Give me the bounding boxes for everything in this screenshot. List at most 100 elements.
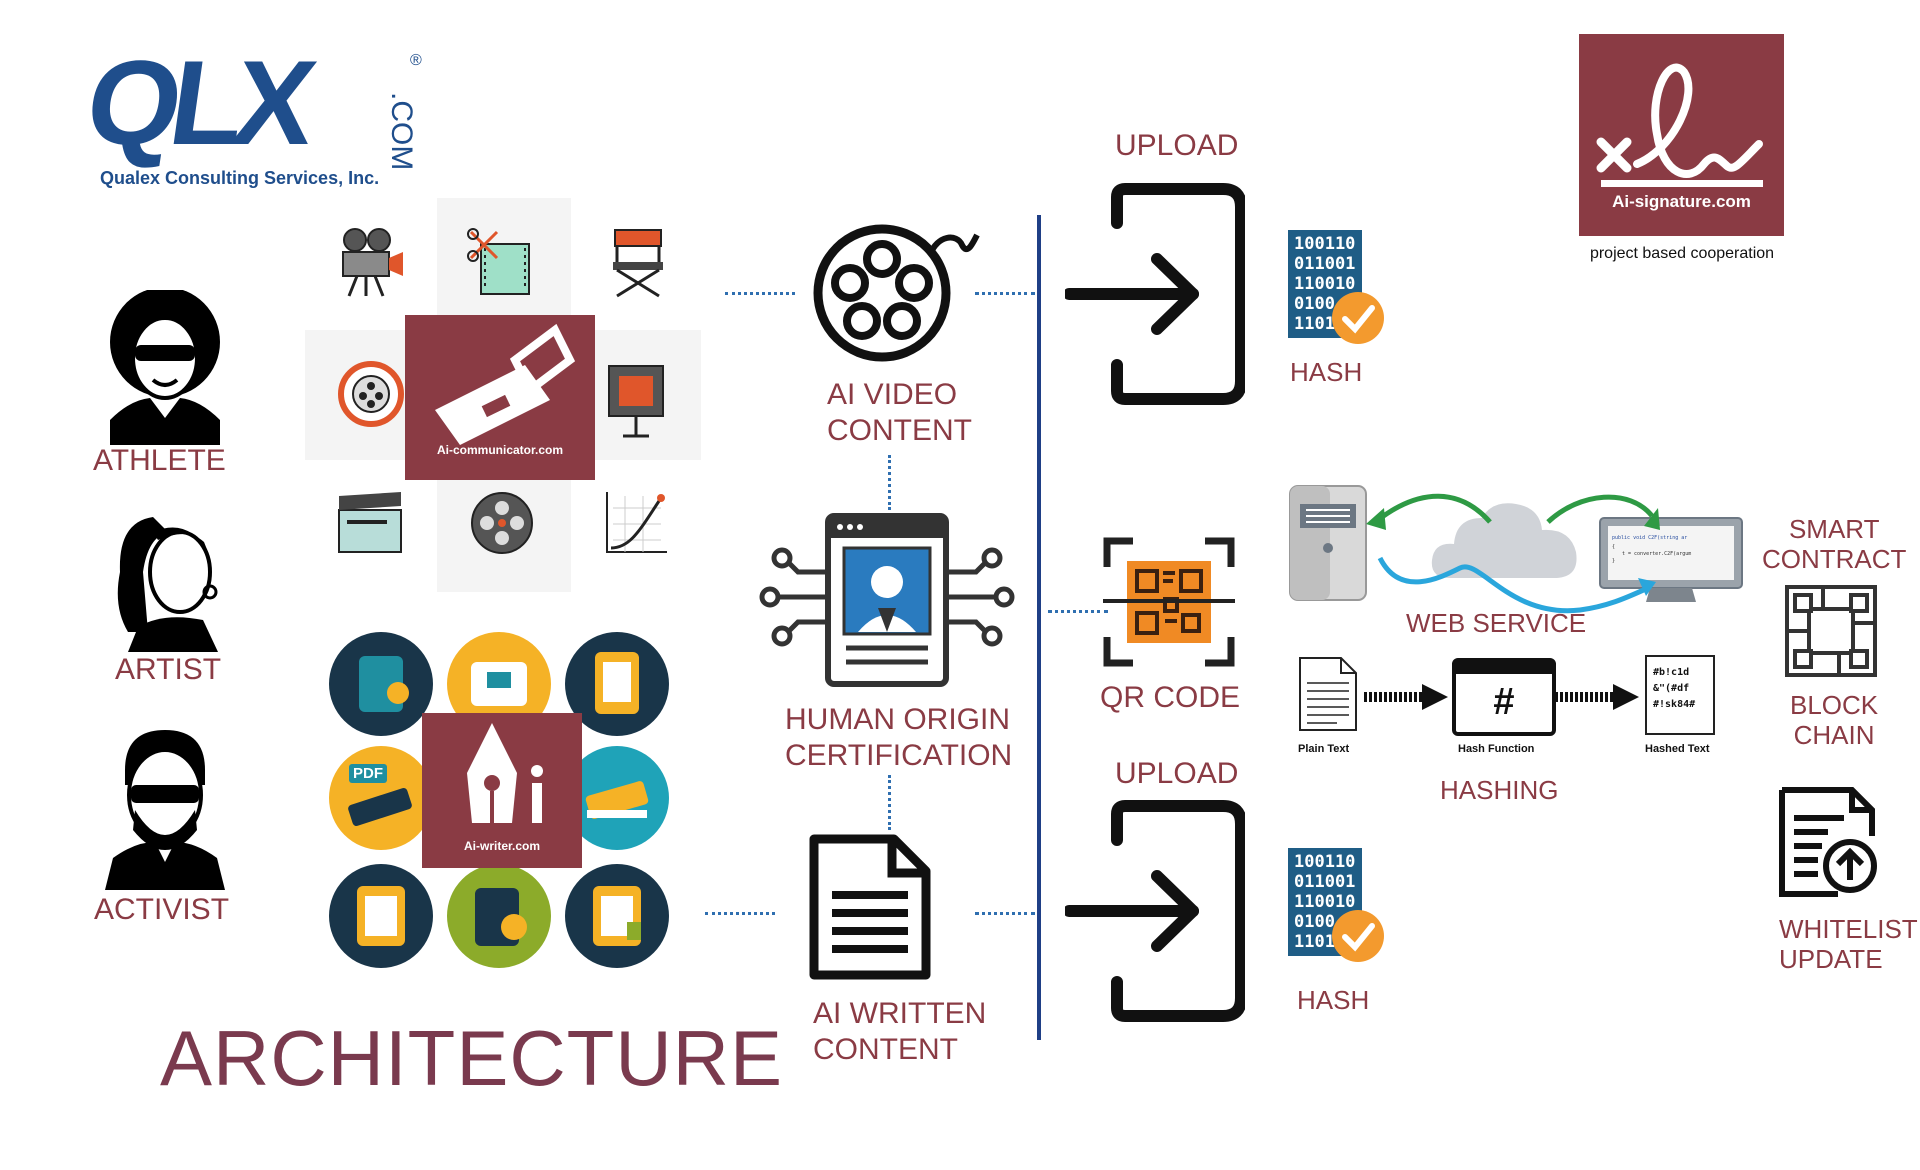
film-head-icon <box>338 361 404 427</box>
film-edit-icon <box>467 228 530 295</box>
athlete-label: ATHLETE <box>93 444 226 477</box>
document-icon <box>809 834 931 980</box>
logo-tagline: Qualex Consulting Services, Inc. <box>100 168 380 188</box>
binary-line: 0100 <box>1294 294 1335 314</box>
hash-function-box: # <box>1452 658 1556 736</box>
arrow-right-icon <box>1555 684 1639 710</box>
film-reel-icon <box>813 224 980 362</box>
director-chair-icon <box>613 229 663 298</box>
pdf-tag: PDF <box>349 764 387 783</box>
binary-line: 100110 <box>1294 234 1356 254</box>
certificate-icon <box>759 513 1015 687</box>
athlete-icon <box>110 290 220 445</box>
spotlight-icon <box>608 365 664 438</box>
code-line: } <box>1612 558 1616 564</box>
ai-communicator-badge[interactable]: Ai-communicator.com <box>405 315 595 480</box>
writer-site: Ai-writer.com <box>463 839 541 853</box>
activist-label: ACTIVIST <box>94 893 230 926</box>
logo-registered: ® <box>410 52 422 69</box>
upload-bottom-label: UPLOAD <box>1115 757 1239 790</box>
binary-line: 011001 <box>1294 872 1356 892</box>
qr-code-label: QR CODE <box>1100 681 1241 714</box>
dotted-connector <box>705 912 775 915</box>
ebook-reader-icon <box>565 632 669 736</box>
check-icon <box>1332 292 1384 344</box>
hash-binary-card: 100110 011001 110010 0100 1101 <box>1288 848 1362 956</box>
curve-graph-icon <box>606 492 667 553</box>
hash-symbol: # <box>1493 681 1515 723</box>
video-content-label: AI VIDEO CONTENT <box>827 378 972 447</box>
activist-icon <box>105 730 225 890</box>
smart-contract-label: SMART CONTRACT <box>1762 514 1907 574</box>
web-service-label: WEB SERVICE <box>1406 608 1587 638</box>
upload-login-icon[interactable] <box>1065 800 1245 1022</box>
binary-line: 0100 <box>1294 912 1335 932</box>
binary-line: 100110 <box>1294 852 1356 872</box>
signature-caption: project based cooperation <box>1589 245 1775 262</box>
pen-nib-icon <box>467 723 543 823</box>
qlx-logo[interactable]: QLX .COM ® Qualex Consulting Services, I… <box>79 36 438 197</box>
artist-label: ARTIST <box>115 653 222 686</box>
binary-line: 110010 <box>1294 892 1356 912</box>
hash-function-label: Hash Function <box>1458 743 1535 755</box>
film-reel-icon <box>471 492 533 554</box>
sync-arrows <box>1366 493 1660 614</box>
check-icon <box>1332 910 1384 962</box>
binary-line: 1101 <box>1294 932 1335 952</box>
server-icon <box>1289 485 1367 601</box>
arrow-right-icon <box>1364 684 1448 710</box>
whitelist-update-label: WHITELIST UPDATE <box>1779 914 1918 974</box>
dotted-connector <box>888 455 891 510</box>
writer-grid: PDF <box>325 628 675 973</box>
plain-text-label: Plain Text <box>1298 743 1350 755</box>
pdf-book-icon: PDF <box>329 746 433 850</box>
signature-site: Ai-signature.com <box>1612 192 1751 211</box>
ebook-edit-icon <box>329 864 433 968</box>
signature-icon <box>1596 63 1763 187</box>
logo-brand: QLX <box>78 36 315 170</box>
qr-code-icon[interactable] <box>1103 537 1235 667</box>
dotted-connector <box>975 292 1035 295</box>
code-line: public void C2F(string ar <box>1612 535 1688 541</box>
hash-top-label: HASH <box>1290 357 1363 387</box>
hash-binary-card: 100110 011001 110010 0100 1101 <box>1288 230 1362 338</box>
human-origin-label: HUMAN ORIGIN CERTIFICATION <box>785 703 1013 772</box>
dotted-connector <box>725 292 795 295</box>
written-content-label: AI WRITTEN CONTENT <box>813 997 987 1066</box>
clapperboard-icon <box>338 492 402 553</box>
artist-icon <box>117 517 218 652</box>
ebook-bookmark-icon <box>565 864 669 968</box>
hashed-text-label: Hashed Text <box>1645 743 1710 755</box>
code-line: { <box>1612 544 1616 550</box>
logo-suffix: .COM <box>385 92 418 171</box>
upload-login-icon[interactable] <box>1065 183 1245 405</box>
block-chain-label: BLOCK CHAIN <box>1790 690 1879 750</box>
binary-line: 110010 <box>1294 274 1356 294</box>
device-icon <box>435 323 576 445</box>
hashed-text-card: #b!c1d &"(#df #!sk84# <box>1645 655 1715 735</box>
ai-signature-badge[interactable]: Ai-signature.com <box>1579 34 1784 236</box>
dotted-connector <box>888 775 891 830</box>
hashed-sample: #b!c1d &"(#df #!sk84# <box>1653 667 1696 710</box>
ebook-audio-icon <box>329 632 433 736</box>
hashing-label: HASHING <box>1440 775 1559 805</box>
dotted-connector <box>1048 610 1108 613</box>
movie-camera-icon <box>342 228 403 297</box>
divider-line <box>1037 215 1041 1040</box>
page-title: ARCHITECTURE <box>160 1014 784 1102</box>
ai-writer-badge[interactable]: Ai-writer.com <box>422 713 582 868</box>
binary-line: 011001 <box>1294 254 1356 274</box>
binary-line: 1101 <box>1294 314 1335 334</box>
ebook-play-icon <box>447 864 551 968</box>
book-stack-icon <box>565 746 669 850</box>
dotted-connector <box>975 912 1035 915</box>
code-line: t = converter.C2F(argum <box>1622 551 1692 557</box>
blockchain-icon[interactable] <box>1783 583 1879 679</box>
cloud-icon <box>1431 503 1577 578</box>
upload-top-label: UPLOAD <box>1115 129 1239 162</box>
hash-bottom-label: HASH <box>1297 985 1370 1015</box>
plain-text-icon <box>1299 657 1357 731</box>
whitelist-update-icon[interactable] <box>1778 786 1882 898</box>
communicator-site: Ai-communicator.com <box>436 443 564 457</box>
monitor-icon <box>1599 517 1743 602</box>
